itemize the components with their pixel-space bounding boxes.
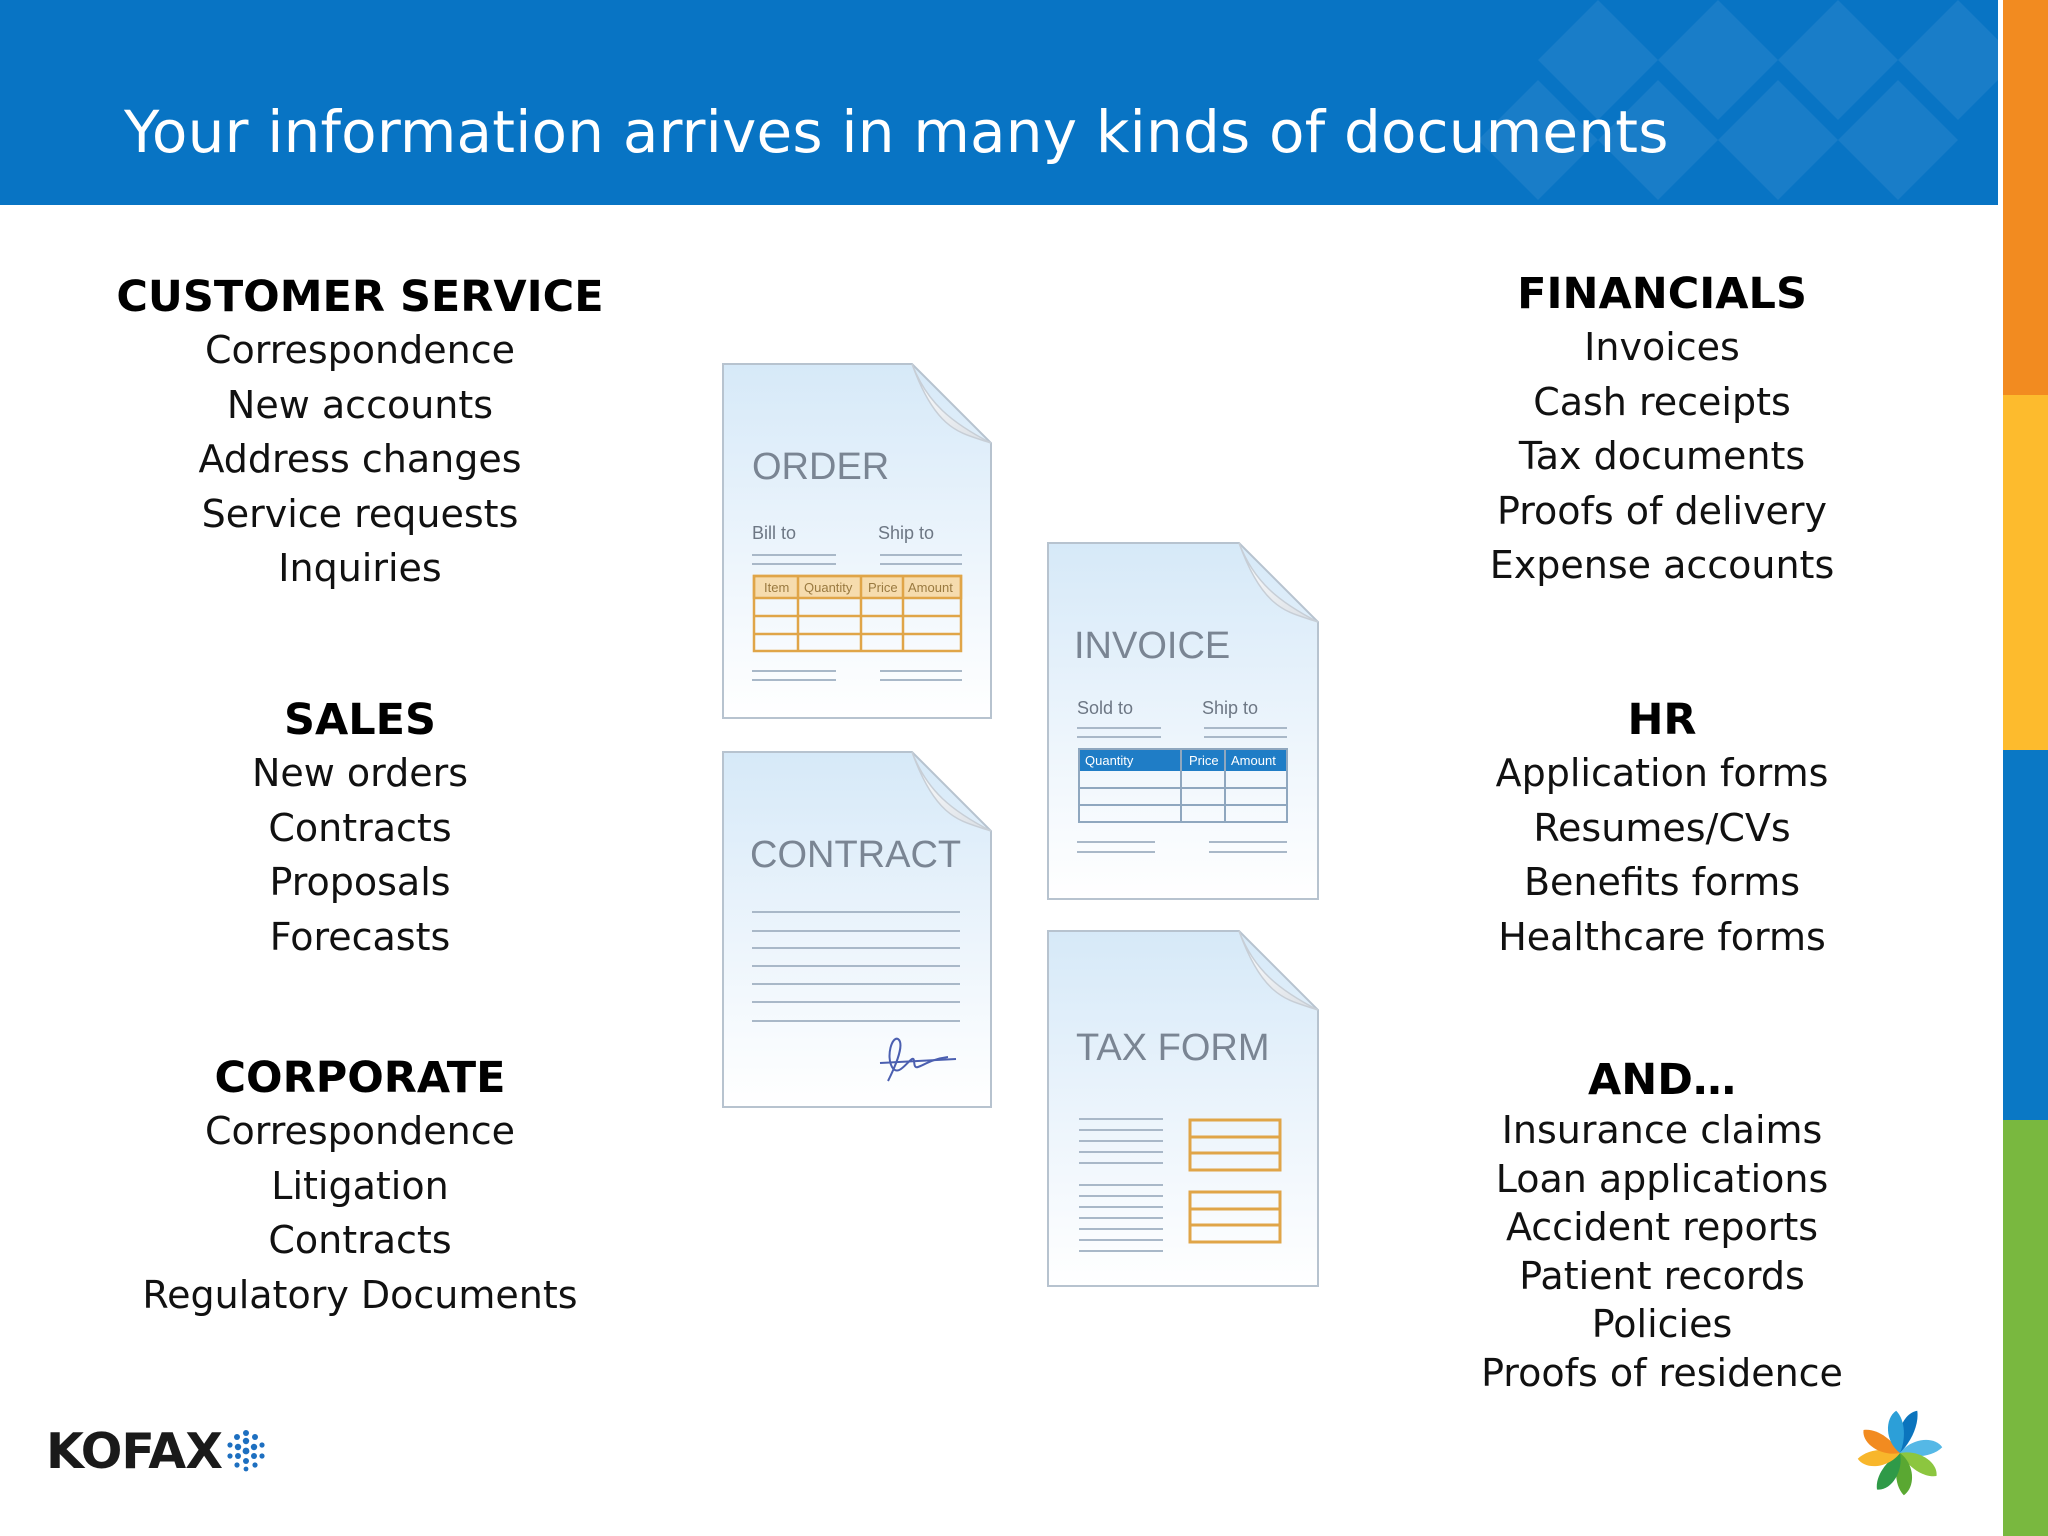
invoice-col-quantity: Quantity [1085, 753, 1134, 768]
diamond-pattern-decoration [1478, 0, 1998, 200]
contract-document-illustration: CONTRACT [722, 751, 992, 1108]
kofax-logo-text: KOFAX [46, 1422, 223, 1480]
order-title: ORDER [752, 446, 889, 488]
invoice-ship-to-label: Ship to [1202, 698, 1258, 718]
category-item: Forecasts [269, 914, 451, 959]
category-item: Application forms [1495, 751, 1829, 795]
category-item: Proofs of delivery [1496, 488, 1828, 533]
category-item: Correspondence [204, 328, 515, 372]
signature-icon [879, 1037, 957, 1082]
category-item: Invoices [1584, 325, 1740, 369]
category-corporate: CORPORATE Correspondence Litigation Cont… [100, 1052, 620, 1322]
category-heading: HR [1627, 695, 1697, 745]
category-item: Policies [1591, 1302, 1733, 1346]
category-heading: FINANCIALS [1517, 269, 1807, 319]
category-heading: AND… [1588, 1055, 1736, 1105]
category-item: Contracts [268, 805, 452, 850]
category-hr: HR Application forms Resumes/CVs Benefit… [1402, 694, 1922, 964]
category-item: Patient records [1519, 1253, 1805, 1298]
order-document-illustration: ORDER Bill to Ship to Item Quantity Pric… [722, 363, 992, 719]
category-customer-service: CUSTOMER SERVICE Correspondence New acco… [100, 271, 620, 596]
stripe-yellow [2003, 395, 2048, 750]
category-item: Tax documents [1518, 434, 1806, 478]
header-banner: Your information arrives in many kinds o… [0, 0, 1998, 205]
contract-title: CONTRACT [750, 834, 961, 876]
category-item: Proofs of residence [1481, 1350, 1843, 1395]
category-item: Proposals [269, 860, 451, 904]
order-col-price: Price [868, 580, 898, 595]
order-bill-to-label: Bill to [752, 523, 796, 543]
category-and-more: AND… Insurance claims Loan applications … [1402, 1054, 1922, 1397]
order-ship-to-label: Ship to [878, 523, 934, 543]
category-item: New orders [251, 751, 469, 795]
category-item: Inquiries [278, 546, 442, 590]
category-item: Insurance claims [1501, 1108, 1823, 1152]
category-heading: SALES [284, 695, 436, 745]
category-item: Accident reports [1505, 1205, 1819, 1249]
stripe-blue [2003, 750, 2048, 1120]
stripe-orange [2003, 0, 2048, 395]
stripe-green [2003, 1120, 2048, 1536]
tax-form-document-illustration: TAX FORM [1047, 930, 1319, 1287]
order-col-quantity: Quantity [804, 580, 853, 595]
category-item: Address changes [198, 437, 522, 481]
invoice-title: INVOICE [1074, 625, 1230, 667]
category-item: New accounts [226, 382, 494, 427]
category-item: Cash receipts [1533, 379, 1791, 424]
category-heading: CUSTOMER SERVICE [116, 272, 604, 322]
category-sales: SALES New orders Contracts Proposals For… [100, 694, 620, 964]
category-item: Expense accounts [1489, 543, 1835, 587]
category-item: Regulatory Documents [142, 1272, 578, 1317]
category-financials: FINANCIALS Invoices Cash receipts Tax do… [1402, 268, 1922, 593]
invoice-document-illustration: INVOICE Sold to Ship to Quantity Price A… [1047, 542, 1319, 900]
invoice-col-price: Price [1189, 753, 1219, 768]
kofax-logo: KOFAX [46, 1423, 268, 1480]
invoice-sold-to-label: Sold to [1077, 698, 1133, 718]
category-item: Loan applications [1495, 1156, 1829, 1201]
category-item: Service requests [201, 491, 519, 536]
category-item: Resumes/CVs [1533, 805, 1791, 850]
category-item: Contracts [268, 1218, 452, 1262]
category-item: Litigation [271, 1163, 449, 1208]
dotted-globe-icon [227, 1430, 265, 1472]
order-col-item: Item [764, 580, 789, 595]
order-col-amount: Amount [908, 580, 953, 595]
tax-form-title: TAX FORM [1076, 1027, 1270, 1069]
category-heading: CORPORATE [214, 1053, 506, 1103]
category-item: Healthcare forms [1498, 914, 1826, 959]
category-item: Correspondence [204, 1109, 515, 1153]
invoice-col-amount: Amount [1231, 753, 1276, 768]
category-item: Benefits forms [1523, 860, 1801, 904]
pinwheel-flower-icon [1857, 1410, 1943, 1496]
slide-title: Your information arrives in many kinds o… [124, 98, 1669, 166]
